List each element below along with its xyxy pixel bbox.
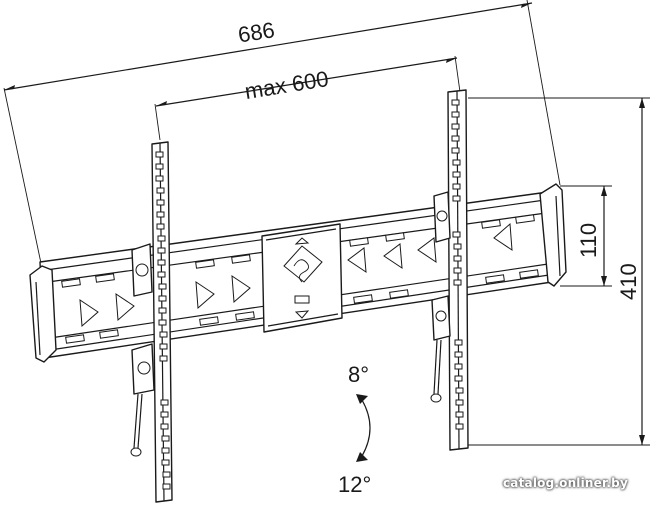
chevron-down-icon (294, 310, 310, 319)
chevron-up-icon (294, 237, 310, 245)
max-spacing-label: max 600 (243, 66, 330, 104)
right-arm-holes (451, 99, 464, 430)
tilt-indicator: 8° 12° (338, 362, 371, 497)
rail-height-label: 110 (576, 223, 601, 258)
dimension-total-height: 410 (468, 97, 650, 446)
rail-arrow-cutouts (79, 222, 513, 328)
tilt-down-arrow-icon (356, 452, 368, 462)
tilt-up-label: 8° (348, 362, 369, 387)
right-vertical-arm (430, 89, 469, 451)
overall-width-label: 686 (236, 17, 276, 47)
tilt-down-label: 12° (338, 472, 371, 497)
brand-logo-icon (283, 245, 323, 283)
left-vertical-arm (130, 141, 173, 503)
dimension-rail-height: 110 (560, 185, 612, 287)
dimension-max-spacing: max 600 (154, 55, 461, 141)
rail-slots (61, 214, 539, 344)
tilt-up-arrow-icon (356, 394, 368, 404)
watermark: catalog.onliner.by (502, 476, 628, 490)
dimension-overall-width: 686 (3, 0, 561, 269)
center-plate (261, 223, 343, 333)
total-height-label: 410 (616, 263, 641, 300)
left-arm-holes (155, 151, 171, 490)
plate-slot (294, 295, 310, 304)
